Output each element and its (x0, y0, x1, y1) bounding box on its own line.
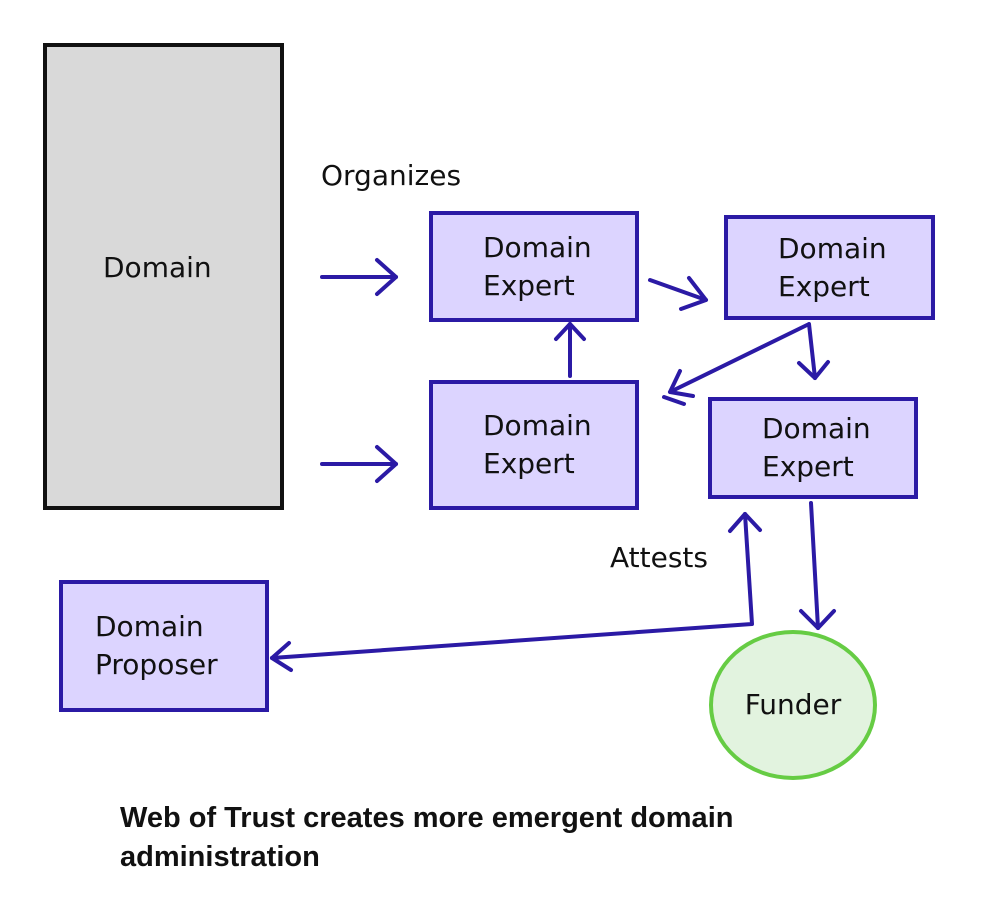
domain-expert-3-line-2: Expert (483, 447, 575, 480)
domain-expert-2-line-2: Expert (778, 269, 870, 303)
attests-edge-label: Attests (610, 541, 708, 574)
domain-label: Domain (103, 251, 212, 284)
domain-expert-1-line-2: Expert (483, 268, 575, 302)
domain-expert-node-1: Domain Expert (429, 211, 639, 322)
domain-expert-4-line-1: Domain (762, 412, 871, 445)
arrow-domain-to-expert-1 (320, 258, 398, 296)
domain-proposer-line-2: Proposer (95, 648, 218, 681)
funder-label: Funder (744, 688, 842, 721)
arrow-expert-2-to-expert-4 (797, 322, 830, 380)
funder-node: Funder (709, 630, 877, 780)
organizes-edge-label: Organizes (321, 159, 462, 192)
diagram-caption: Web of Trust creates more emergent domai… (120, 802, 734, 873)
domain-expert-3-line-1: Domain (483, 409, 592, 442)
domain-proposer-node: Domain Proposer (59, 580, 269, 712)
domain-expert-4-line-2: Expert (762, 450, 854, 483)
domain-expert-2-line-1: Domain (778, 231, 887, 265)
domain-expert-node-2: Domain Expert (724, 215, 935, 320)
domain-expert-node-3: Domain Expert (429, 380, 639, 510)
arrow-expert-2-to-expert-3 (662, 323, 809, 406)
arrow-expert-1-to-expert-2 (648, 276, 708, 311)
domain-expert-node-4: Domain Expert (708, 397, 918, 499)
arrow-attests-proposer-to-expert-4 (270, 512, 762, 672)
domain-box: Domain (43, 43, 284, 510)
arrow-expert-4-to-funder (799, 501, 836, 630)
domain-expert-1-line-1: Domain (483, 230, 592, 264)
arrow-expert-3-to-expert-1 (554, 322, 586, 378)
arrow-domain-to-expert-3 (320, 445, 398, 483)
domain-proposer-line-1: Domain (95, 610, 204, 643)
